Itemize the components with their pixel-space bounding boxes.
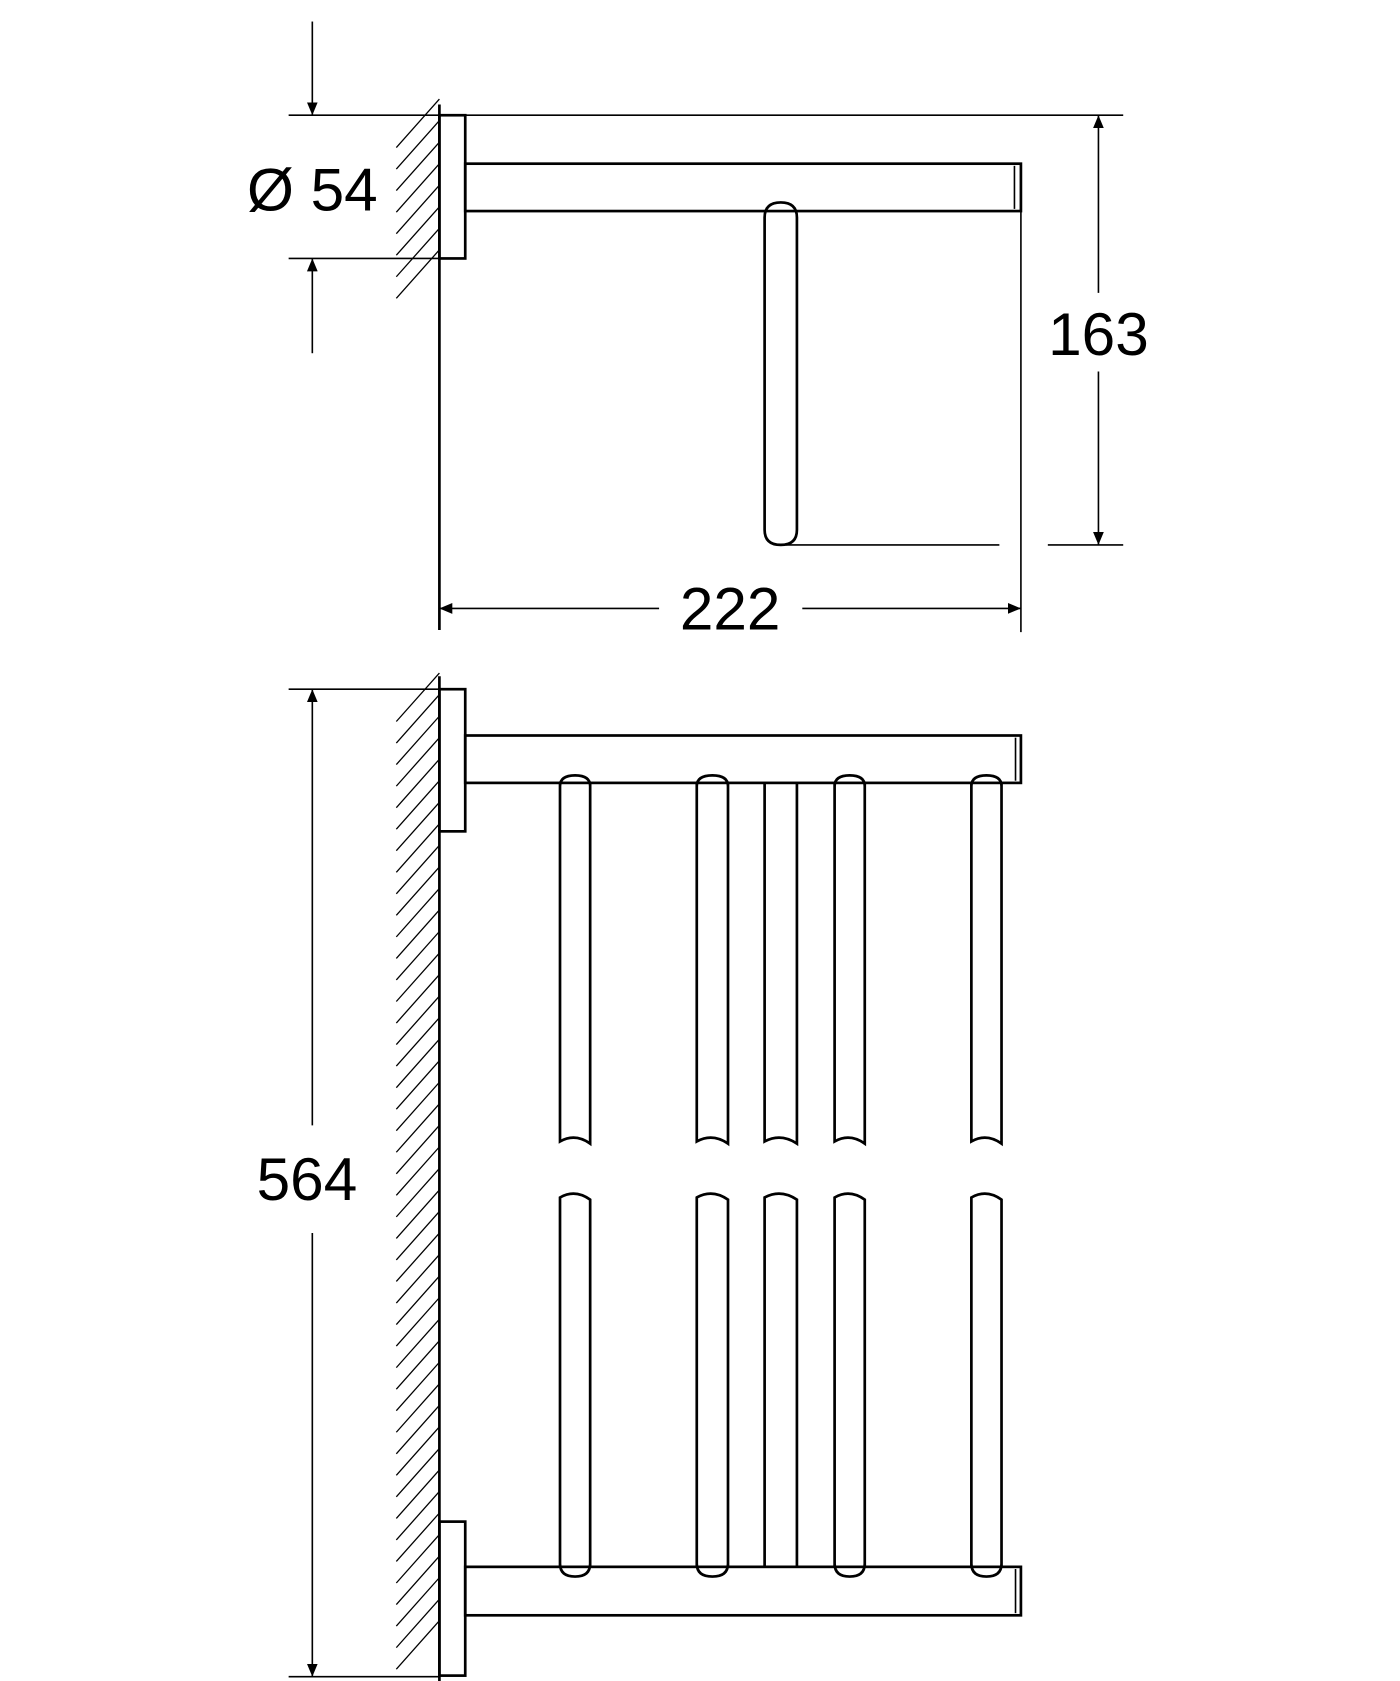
support-bar — [463, 162, 1023, 213]
rod-lower-segment — [558, 1192, 592, 1578]
hatch-line — [395, 1038, 440, 1089]
rod-upper-segment — [763, 782, 799, 1147]
hatch-line — [395, 1577, 440, 1627]
hatch-line — [395, 1146, 440, 1196]
hatch-line — [395, 206, 440, 256]
hatch-line — [395, 120, 440, 170]
hatch-line — [395, 1620, 440, 1670]
hatch-line — [395, 1297, 440, 1347]
hatch-line — [395, 1361, 440, 1412]
hatch-line — [395, 1383, 440, 1433]
rod-upper-segment — [695, 774, 730, 1147]
hatch-line — [395, 780, 440, 830]
hatch-line — [395, 1469, 440, 1519]
hatch-line — [395, 227, 440, 278]
wall-flange — [438, 113, 467, 260]
hatch-line — [395, 1060, 440, 1110]
hatch-line — [395, 163, 440, 213]
hatch-line — [395, 1318, 440, 1369]
hatch-line — [395, 1081, 440, 1132]
hatch-line — [395, 866, 440, 916]
rod-lower-segment — [695, 1192, 730, 1578]
rod-upper-segment — [558, 774, 592, 1147]
hatch-line — [395, 141, 440, 192]
diameter-label: Ø 54 — [247, 156, 378, 224]
hatch-line — [395, 715, 440, 766]
hatch-line — [395, 823, 440, 873]
length-label: 564 — [257, 1145, 358, 1213]
hatch-line — [395, 758, 440, 809]
hatch-line — [395, 98, 440, 148]
hatch-line — [395, 1447, 440, 1498]
wall-hatch-top — [395, 98, 440, 299]
support-bar-bottom — [463, 1565, 1023, 1617]
hatch-line — [395, 1534, 440, 1584]
hatch-line — [395, 801, 440, 852]
rod-lower-segment — [970, 1192, 1003, 1578]
support-bar-top — [463, 734, 1023, 785]
hatch-line — [395, 1189, 440, 1239]
hatch-line — [395, 1598, 440, 1649]
hatch-line — [395, 184, 440, 235]
depth-label: 222 — [680, 574, 781, 642]
towel-rods — [558, 774, 1003, 1578]
rod-lower-segment — [763, 1192, 799, 1567]
hatch-line — [395, 1426, 440, 1476]
hatch-line — [395, 995, 440, 1045]
hatch-line — [395, 952, 440, 1002]
hatch-line — [395, 1232, 440, 1282]
hanging-rod — [763, 201, 799, 547]
hatch-line — [395, 887, 440, 938]
hatch-line — [395, 1512, 440, 1562]
hatch-line — [395, 1124, 440, 1175]
wall-flange-top — [438, 687, 467, 833]
hatch-line — [395, 1103, 440, 1153]
hatch-line — [395, 844, 440, 895]
hatch-line — [395, 1340, 440, 1390]
hatch-line — [395, 1555, 440, 1605]
hatch-line — [395, 737, 440, 787]
hatch-line — [395, 1491, 440, 1541]
hatch-line — [395, 1404, 440, 1455]
hatch-line — [395, 1275, 440, 1325]
rod-upper-segment — [833, 774, 867, 1147]
hatch-line — [395, 1211, 440, 1261]
side-view: Ø 54 163 222 — [247, 21, 1149, 642]
wall-flange-bottom — [438, 1520, 467, 1677]
wall-hatch-bottom — [395, 672, 440, 1670]
hatch-line — [395, 1017, 440, 1067]
hatch-line — [395, 1167, 440, 1218]
hatch-line — [395, 1254, 440, 1304]
hatch-line — [395, 974, 440, 1024]
hatch-line — [395, 909, 440, 959]
front-view: 564 — [257, 672, 1023, 1681]
hatch-line — [395, 249, 440, 299]
hatch-line — [395, 672, 440, 722]
height-label: 163 — [1048, 300, 1149, 368]
hatch-line — [395, 931, 440, 981]
rod-upper-segment — [970, 774, 1003, 1147]
hatch-line — [395, 694, 440, 744]
rod-lower-segment — [833, 1192, 867, 1578]
